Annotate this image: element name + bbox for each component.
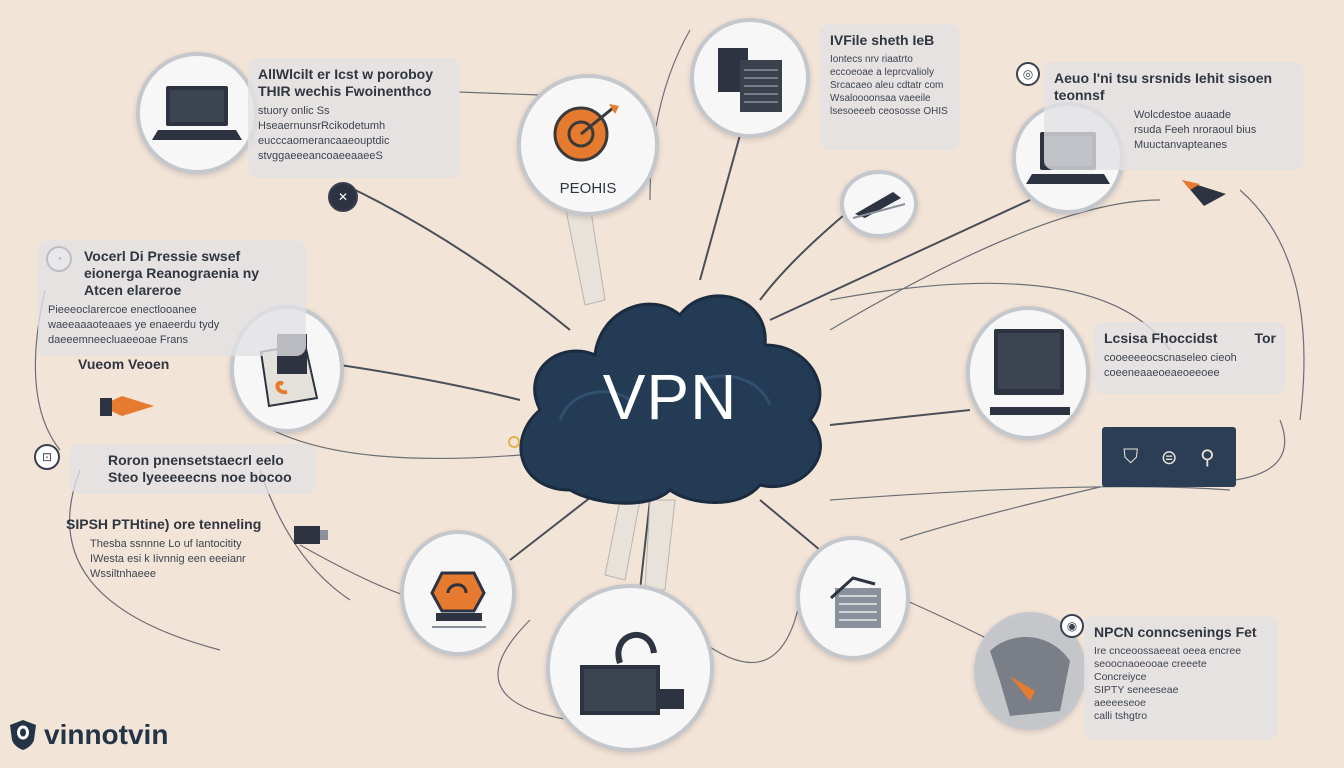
shield-logo-icon [10,720,36,750]
panel-line: Concreiyce [1094,671,1147,683]
panel-line: Muuctanvapteanes [1134,139,1227,151]
tools-icon[interactable]: ✕ [328,182,358,212]
monitor-icon [990,329,1070,415]
scanner-icon [852,192,906,219]
lock-icon: ⊜ [1160,446,1178,469]
link-laptop-right [769,199,1031,321]
target-icon [553,104,619,162]
panel-line: stuory onlic Ss [258,105,330,117]
workstation-node-bottom[interactable] [546,584,714,752]
vpn-cloud [508,294,822,505]
panel-title: NPCN conncsenings Fet [1094,624,1257,640]
brand-name: vinnotvin [44,719,169,750]
link-bottom-right [759,499,821,551]
peohis-label: PEOHIS [559,180,617,197]
clock-icon[interactable]: ◎ [1016,62,1040,86]
panel-line: Wsaloooonsaa vaeeile [830,93,931,104]
link-right-monitor [829,409,971,426]
panel-line: HseaernunsrRcikodetumh [258,120,386,132]
panel-line: Wolcdestoe auaade [1134,109,1232,121]
brand-logo: vinnotvin [8,718,168,752]
panel-left-middle: Roron pnensetstaecrl eelo Steo lyeeeeecn… [70,444,316,494]
link-bottom-center [639,499,651,591]
panel-line: waeeaaaoteaaes ye enaeerdu tydy [48,319,220,331]
laptop-node-top-left[interactable] [136,52,258,174]
panel-tag: Tor [1254,330,1276,346]
panel-line: Srcacaeo aleu cdtatr com [830,80,944,91]
panel-title: Lcsisa Fhoccidst [1104,330,1218,346]
panel-bottom-right: NPCN conncsenings Fet Ire cnceoossaeeat … [1084,616,1278,740]
pointer-arrow-icon [1182,180,1226,206]
panel-right-middle: Lcsisa Fhoccidst Tor cooeeeeocscnaseleo … [1094,322,1286,394]
panel-title: SIPSH PTHtine) ore tenneling [66,516,262,532]
panel-line: Thesba ssnnne Lo uf lantocitity [90,538,242,550]
orange-arrow-icon [100,396,154,416]
globe-icon [990,637,1070,716]
router-node-bottom-left[interactable] [400,530,516,656]
panel-line: eucccaomerancaaeouptdic [258,135,390,147]
panel-line: aeeeeseoe [1094,697,1146,709]
link-top-left [344,184,571,331]
laptop-icon [152,86,242,140]
panel-title: AllWlcilt er Icst w poroboy THIR wechis … [258,66,434,99]
panel-title: Vocerl Di Pressie swsef eionerga Reanogr… [84,248,260,298]
panel-line: coeeneaaeoeaeoeeoee [1104,367,1220,379]
storage-icon [829,576,881,628]
panel-line: Ire cnceoossaeeat oeea encree [1094,645,1242,657]
target-badge-icon[interactable]: ◉ [1060,614,1084,638]
panel-top-center-right: IVFile sheth IeB Iontecs nrv riaatrto ec… [820,24,960,150]
panel-top-left: AllWlcilt er Icst w poroboy THIR wechis … [248,58,460,178]
link-top-mid [699,134,741,281]
link-left-mid [339,364,521,401]
panel-line: IWesta esi k Iivnnig een eeeianr [90,553,246,565]
router-icon [430,571,486,628]
link-bottom-left [509,489,601,561]
panel-line: rsuda Feeh nroraoul bius [1134,124,1257,136]
panel-line: cooeeeeocscnaseleo cieoh [1104,352,1237,364]
panel-line: Iontecs nrv riaatrto [830,54,913,65]
monitor-node-right[interactable] [966,306,1090,440]
panel-left-upper: Vocerl Di Pressie swsef eionerga Reanogr… [38,240,306,372]
panel-line: Pieeeoclarercoe enectlooanee [48,304,197,316]
panel-line: eccoeoae a leprcvalioly [830,67,934,78]
panel-line: Wssiltnhaeee [90,568,157,580]
shield-icon: ⛉ [1123,445,1139,468]
panel-line: calli tshgtro [1094,710,1148,722]
storage-node-bottom-right[interactable] [796,536,910,660]
panel-line: daeeemneecluaeeoae Frans [48,334,189,346]
key-icon: ⚲ [1200,446,1215,469]
lock-badge-icon[interactable]: ⊡ [34,444,60,470]
panel-line: SIPTY seneeseae [1094,684,1179,696]
security-panel: ⛉ ⊜ ⚲ [1102,427,1236,487]
peohis-node[interactable]: PEOHIS [517,74,659,216]
panel-left-lower: SIPSH PTHtine) ore tenneling Thesba ssnn… [56,508,292,606]
panel-top-right: Aeuo l'ni tsu srsnids Iehit sisoen teonn… [1044,62,1304,170]
vpn-label: VPN [602,361,738,433]
workstation-icon [580,632,684,715]
server-icon [718,48,782,112]
scanner-node[interactable] [840,170,918,238]
server-node-top[interactable] [690,18,810,138]
link-printer [759,209,851,301]
panel-title: Roron pnensetstaecrl eelo Steo lyeeeeecn… [108,452,292,485]
panel-footer: Vueom Veoen [78,356,170,372]
panel-title: IVFile sheth IeB [830,32,935,48]
panel-title: Aeuo l'ni tsu srsnids Iehit sisoen teonn… [1054,70,1273,103]
panel-line: lsesoeeeb ceososse OHIS [830,106,948,117]
plug-icon [294,526,328,544]
panel-line: seoocnaoeooae creeete [1094,658,1207,670]
panel-line: stvggaeeeancoaeeaaeeS [258,150,383,162]
